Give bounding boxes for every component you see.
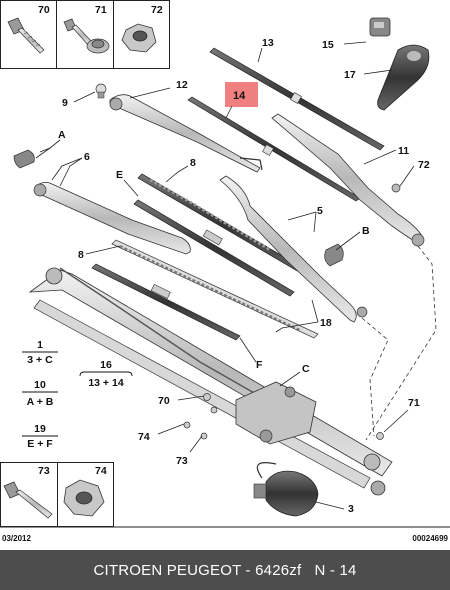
callout-A: A (58, 129, 66, 141)
screw-70-illustration (7, 17, 45, 54)
footer-bar: CITROEN PEUGEOT - 6426zf N - 14 (0, 550, 450, 590)
callout-E: E (116, 169, 123, 181)
part-8-blade-refill (133, 199, 295, 297)
callout-71: 71 (408, 397, 420, 409)
callout-8-upper: 8 (190, 157, 196, 169)
legend-10-num: 10 (34, 379, 46, 391)
bolt-73 (200, 432, 208, 440)
callout-5: 5 (317, 205, 323, 217)
part-B-cap (324, 243, 344, 267)
bolt-70b (210, 406, 218, 414)
nut-74-illustration (63, 479, 105, 517)
callout-C: C (302, 363, 310, 375)
screw-73-illustration (3, 481, 53, 519)
callout-13: 13 (262, 37, 274, 49)
footer-part: N - 14 (314, 561, 357, 579)
callout-18: 18 (320, 317, 332, 329)
callout-17: 17 (344, 69, 356, 81)
header-part-boxes: 70 71 72 (0, 0, 170, 69)
box-label-72: 72 (151, 4, 163, 16)
box-label-71: 71 (95, 4, 107, 16)
callout-6: 6 (84, 151, 90, 163)
part-6-wiper-arm (33, 182, 191, 255)
dash-guides (361, 245, 437, 441)
callout-11: 11 (398, 145, 409, 157)
part-12-wiper-arm (109, 94, 263, 173)
box-label-70: 70 (38, 4, 50, 16)
box-label-74: 74 (95, 465, 107, 477)
date-stamp: 03/2012 (2, 534, 31, 543)
callout-74: 74 (138, 431, 150, 443)
callout-8-lower: 8 (78, 249, 84, 261)
part-C-linkage-frame (28, 267, 393, 496)
part-15-cap (369, 17, 391, 37)
legend-19-num: 19 (34, 423, 46, 435)
callout-labels: 13 14 12 9 15 17 A 6 11 72 8 E 5 B 8 18 … (58, 37, 430, 515)
screw-71-illustration (63, 18, 110, 54)
legend-19-den: E + F (27, 438, 53, 450)
legend-16-num: 16 (100, 359, 112, 371)
callout-12: 12 (176, 79, 188, 91)
callout-73: 73 (176, 455, 188, 467)
bolt-70 (203, 393, 211, 401)
callout-14: 14 (233, 90, 246, 102)
part-13-wiper-blade (209, 47, 385, 151)
callout-F: F (256, 359, 263, 371)
part-17-arm-cover (377, 44, 430, 111)
part-8-lower-refill (91, 263, 241, 341)
callout-15: 15 (322, 39, 334, 51)
legend-1-num: 1 (37, 339, 43, 351)
highlight-box-14 (225, 82, 258, 107)
part-A-cap (13, 149, 35, 169)
part-3-wiper-motor (253, 462, 319, 517)
part-5-wiper-arm (219, 175, 368, 323)
callout-3: 3 (348, 503, 354, 515)
assembly-legend: 1 3 + C 16 13 + 14 10 A + B 19 E + F (22, 339, 133, 450)
parts-diagram: 70 71 72 (0, 0, 450, 543)
callout-72: 72 (418, 159, 430, 171)
callout-9: 9 (62, 97, 68, 109)
bolt-71 (376, 432, 384, 440)
legend-1-den: 3 + C (27, 354, 53, 366)
footer-brand: CITROEN PEUGEOT - 6426zf (93, 561, 302, 579)
box-label-73: 73 (38, 465, 50, 477)
part-E-wiper-blade (137, 173, 311, 277)
part-11-wiper-arm (271, 113, 425, 247)
callout-70: 70 (158, 395, 170, 407)
callout-B: B (362, 225, 370, 237)
reference-number: 00024699 (412, 534, 448, 543)
nut-72-illustration (121, 23, 157, 53)
part-9-nut-cap (95, 83, 107, 99)
part-F-wiper-blade (111, 239, 319, 339)
bottom-part-boxes: 73 74 (0, 462, 114, 527)
bolt-74 (183, 421, 191, 429)
legend-10-den: A + B (27, 396, 54, 408)
legend-16-den: 13 + 14 (88, 377, 123, 389)
leader-lines (35, 41, 415, 510)
part-72-nut (391, 183, 401, 193)
